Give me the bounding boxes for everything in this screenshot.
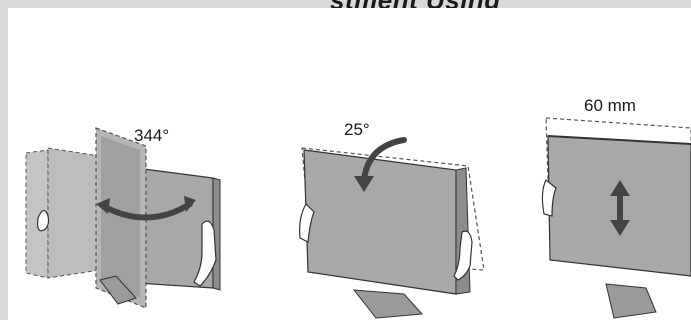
height-range-label: 60 mm (584, 96, 636, 116)
header-banner: stment Using (330, 0, 691, 8)
tilt-monitor (304, 150, 456, 294)
tilt-stand (354, 290, 422, 318)
header-title: stment Using (330, 0, 501, 8)
swivel-panel: 344° (8, 8, 228, 320)
height-panel: 60 mm (528, 8, 691, 320)
height-stand (606, 284, 656, 318)
swivel-ghost-monitor (48, 148, 100, 278)
swivel-illustration (8, 8, 228, 320)
tilt-angle-label: 25° (344, 120, 370, 140)
tilt-panel: 25° (284, 8, 504, 320)
tilt-illustration (284, 8, 504, 320)
illustration-frame: 344° 25° (8, 8, 691, 320)
swivel-angle-label: 344° (134, 126, 169, 146)
height-illustration (528, 8, 691, 320)
